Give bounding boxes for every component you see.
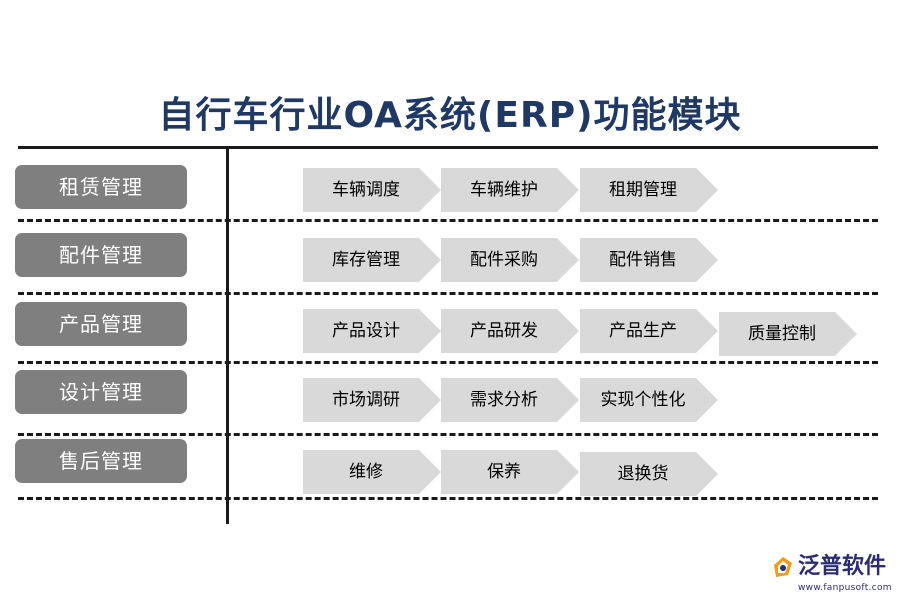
process-step xyxy=(580,309,718,353)
brand-name: 泛普软件 xyxy=(798,554,887,579)
process-step-label: 实现个性化 xyxy=(600,390,686,410)
row-separator xyxy=(18,361,878,364)
process-step xyxy=(719,312,857,356)
process-step xyxy=(580,238,718,282)
process-step-label: 车辆调度 xyxy=(332,180,400,200)
process-step-label: 质量控制 xyxy=(748,324,816,344)
category-design-management: 设计管理 xyxy=(15,370,187,414)
category-after-sales-management: 售后管理 xyxy=(15,439,187,483)
process-step-label: 保养 xyxy=(487,462,521,482)
brand-watermark: 泛普软件 www.fanpusoft.com xyxy=(770,552,895,596)
process-step-label: 退换货 xyxy=(617,464,669,484)
process-step-label: 配件采购 xyxy=(470,250,538,270)
process-row-after-sales: 维修 保养 退换货 xyxy=(303,450,878,496)
row-separator xyxy=(18,433,878,436)
process-step-label: 车辆维护 xyxy=(470,180,538,200)
process-step xyxy=(441,450,579,494)
process-row-rental: 车辆调度 车辆维护 租期管理 xyxy=(303,168,878,212)
title-underline xyxy=(18,146,878,149)
process-step-label: 产品设计 xyxy=(332,321,400,341)
process-step xyxy=(303,238,441,282)
process-step xyxy=(580,452,718,496)
category-parts-management: 配件管理 xyxy=(15,233,187,277)
row-separator xyxy=(18,292,878,295)
process-step xyxy=(580,168,718,212)
process-step-label: 产品生产 xyxy=(609,321,677,341)
row-separator xyxy=(18,497,878,500)
process-step-label: 库存管理 xyxy=(332,250,400,270)
process-step xyxy=(441,378,579,422)
process-row-design: 市场调研 需求分析 实现个性化 xyxy=(303,378,878,422)
page-title: 自行车行业OA系统(ERP)功能模块 xyxy=(158,95,742,136)
process-step xyxy=(441,168,579,212)
brand-url: www.fanpusoft.com xyxy=(798,583,892,593)
process-step xyxy=(580,378,718,422)
process-step xyxy=(303,168,441,212)
process-step xyxy=(303,309,441,353)
process-row-parts: 库存管理 配件采购 配件销售 xyxy=(303,238,878,282)
category-product-management: 产品管理 xyxy=(15,302,187,346)
process-step xyxy=(441,238,579,282)
process-step-label: 市场调研 xyxy=(332,390,400,410)
process-step-label: 需求分析 xyxy=(470,390,538,410)
category-rental-management: 租赁管理 xyxy=(15,165,187,209)
process-step-label: 产品研发 xyxy=(470,321,538,341)
process-step xyxy=(303,378,441,422)
process-row-product: 产品设计 产品研发 产品生产 质量控制 xyxy=(303,309,878,356)
process-step-label: 配件销售 xyxy=(609,250,677,270)
process-step xyxy=(303,450,441,494)
fanpu-logo-icon xyxy=(774,557,792,577)
process-step-label: 维修 xyxy=(349,462,383,482)
process-step-label: 租期管理 xyxy=(609,180,677,200)
vertical-divider xyxy=(226,148,229,524)
row-separator xyxy=(18,219,878,222)
process-step xyxy=(441,309,579,353)
